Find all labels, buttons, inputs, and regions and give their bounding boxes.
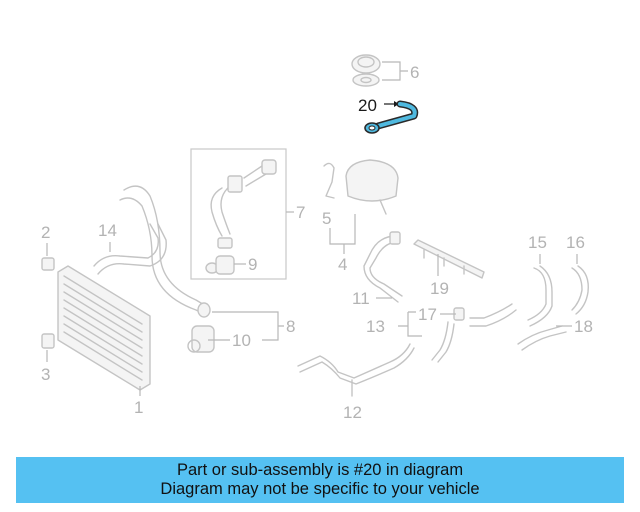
- callout-5[interactable]: 5: [322, 209, 331, 228]
- callout-11[interactable]: 11: [352, 289, 370, 308]
- part-3-bracket[interactable]: [41, 333, 55, 349]
- callout-18[interactable]: 18: [574, 317, 593, 336]
- callout-14[interactable]: 14: [98, 221, 117, 240]
- part-14-hose[interactable]: [93, 223, 167, 275]
- part-9-connector[interactable]: [205, 255, 235, 275]
- part-19-bracket[interactable]: [413, 239, 485, 279]
- callout-19[interactable]: 19: [430, 279, 449, 298]
- banner-line-2: Diagram may not be specific to your vehi…: [160, 480, 480, 498]
- info-banner: Part or sub-assembly is #20 in diagram D…: [16, 457, 624, 503]
- part-1-radiator[interactable]: [57, 265, 151, 391]
- callout-10[interactable]: 10: [232, 331, 251, 350]
- callout-9[interactable]: 9: [248, 255, 257, 274]
- callout-4[interactable]: 4: [338, 255, 347, 274]
- leader-6: [382, 61, 408, 81]
- callout-6[interactable]: 6: [410, 63, 419, 82]
- callout-7[interactable]: 7: [296, 203, 305, 222]
- parts-diagram: 6 20 7 9 5 4 2: [41, 54, 593, 422]
- callout-15[interactable]: 15: [528, 233, 547, 252]
- part-4-reservoir[interactable]: [345, 159, 399, 215]
- callout-13[interactable]: 13: [366, 317, 385, 336]
- leader-10-8: [208, 311, 284, 341]
- callout-12[interactable]: 12: [343, 403, 362, 422]
- callout-2[interactable]: 2: [41, 223, 50, 242]
- callout-17[interactable]: 17: [418, 305, 437, 324]
- part-18-hose[interactable]: [517, 325, 567, 351]
- leader-13-17: [398, 311, 456, 337]
- part-2-bracket[interactable]: [41, 257, 55, 271]
- part-8-upper-hose[interactable]: [119, 185, 211, 318]
- part-7-hose[interactable]: [210, 159, 277, 249]
- part-15-hose[interactable]: [469, 265, 553, 327]
- callout-20[interactable]: 20: [358, 96, 377, 115]
- part-13-hose[interactable]: [431, 321, 455, 363]
- part-11-pipe[interactable]: [363, 231, 403, 303]
- part-7-box: [190, 148, 294, 280]
- callout-16[interactable]: 16: [566, 233, 585, 252]
- part-16-hose[interactable]: [571, 265, 589, 315]
- callout-3[interactable]: 3: [41, 365, 50, 384]
- part-20-hose[interactable]: [364, 100, 419, 134]
- callout-1[interactable]: 1: [134, 398, 143, 417]
- part-10-outlet[interactable]: [187, 325, 215, 353]
- part-5-bracket[interactable]: [323, 162, 335, 199]
- leader-4: [329, 214, 356, 254]
- part-6-cap[interactable]: [351, 54, 381, 87]
- callout-8[interactable]: 8: [286, 317, 295, 336]
- banner-line-1: Part or sub-assembly is #20 in diagram: [176, 461, 464, 479]
- part-12-harness[interactable]: [297, 343, 415, 397]
